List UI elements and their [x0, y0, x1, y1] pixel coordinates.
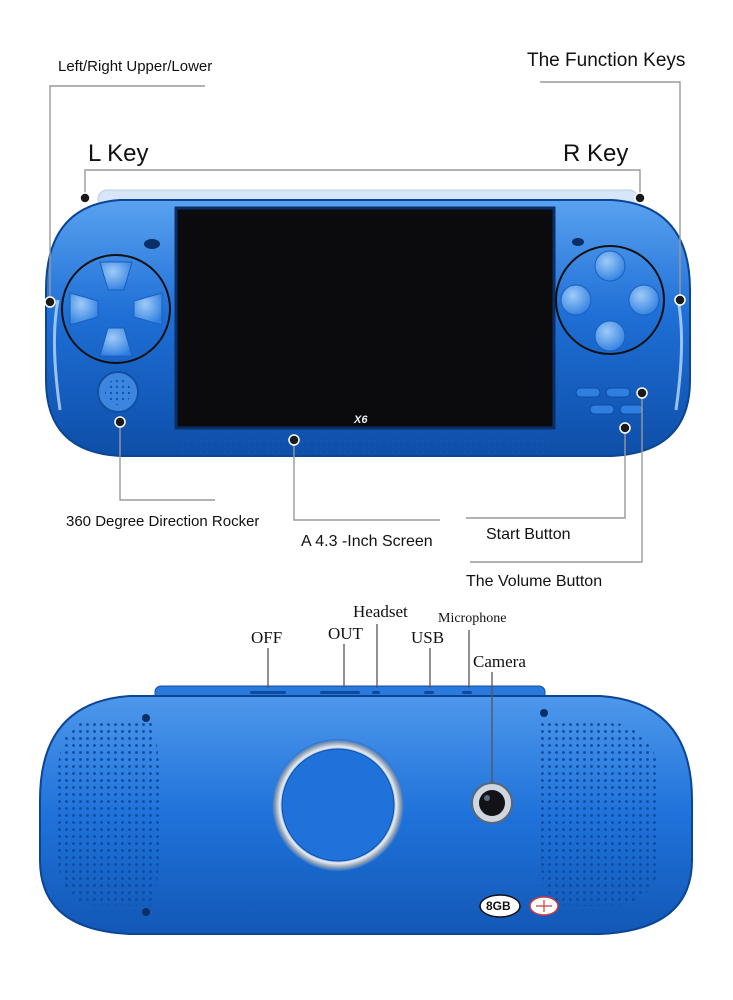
label-screen: A 4.3 -Inch Screen	[301, 533, 433, 550]
back-screws	[142, 709, 548, 916]
back-view	[39, 624, 693, 935]
label-volume-button: The Volume Button	[466, 573, 603, 590]
label-camera: Camera	[473, 652, 526, 671]
back-ring	[272, 739, 404, 871]
front-leader-lines	[49, 81, 681, 563]
storage-badge	[479, 894, 521, 918]
back-leader-lines	[267, 624, 493, 783]
port-markings	[250, 691, 472, 694]
d-pad[interactable]	[61, 254, 171, 364]
front-pointer-dots	[44, 192, 686, 446]
screen	[174, 206, 556, 430]
label-off: OFF	[251, 628, 283, 647]
analog-rocker[interactable]	[97, 371, 139, 413]
storage-badge-text: 8GB	[486, 899, 511, 913]
label-r-key: R Key	[563, 140, 629, 167]
label-headset: Headset	[353, 602, 408, 621]
label-usb: USB	[411, 628, 445, 647]
face-buttons[interactable]	[555, 245, 665, 355]
speaker-right	[537, 722, 660, 906]
speaker-left	[58, 722, 161, 906]
label-function-keys: The Function Keys	[527, 50, 686, 71]
speaker-strip	[180, 430, 550, 454]
menu-buttons[interactable]	[575, 387, 645, 415]
indicator-light-left	[144, 239, 160, 249]
label-out: OUT	[328, 624, 363, 643]
camera-lens	[471, 782, 513, 824]
front-view	[44, 81, 691, 563]
indicator-light-right	[572, 238, 584, 246]
label-left-right-upper-lower: Left/Right Upper/Lower	[58, 58, 213, 75]
label-l-key: L Key	[88, 140, 149, 167]
label-microphone: Microphone	[438, 611, 507, 626]
label-start-button: Start Button	[486, 526, 571, 543]
label-direction-rocker: 360 Degree Direction Rocker	[66, 513, 260, 530]
model-mark: X6	[354, 414, 368, 426]
